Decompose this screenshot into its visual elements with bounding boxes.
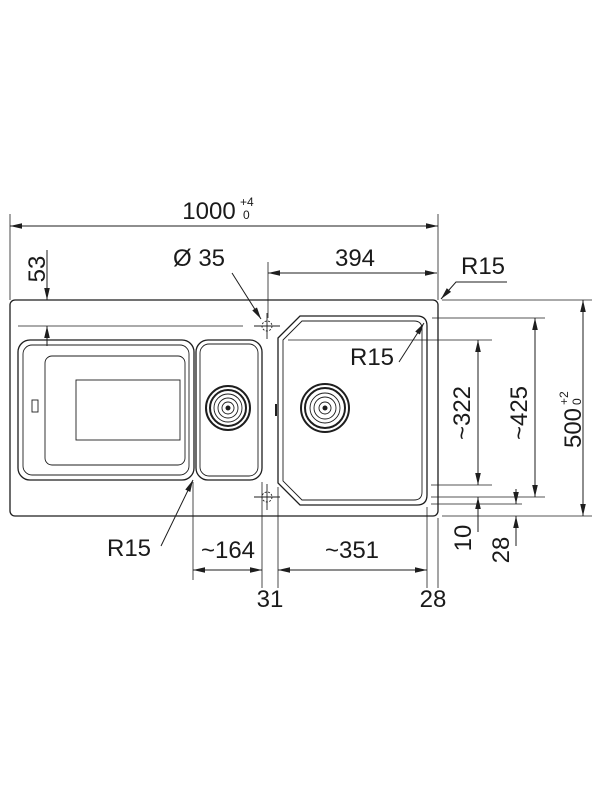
small-bowl-inner	[199, 343, 259, 477]
drain-ring	[318, 401, 332, 415]
overall-width-label: 1000	[182, 198, 235, 225]
right-offset-28-label: 28	[488, 537, 515, 564]
drain-ring	[205, 385, 251, 431]
right-dimensions: ~322 ~425 500 +2 0 10 28	[288, 299, 592, 564]
tap-hole-top	[254, 313, 280, 339]
overall-width-dimension: 1000 +4 0	[9, 195, 439, 300]
right-offset-10-label: 10	[450, 525, 477, 552]
sink-body	[9, 299, 439, 517]
main-bowl-width-label: ~351	[325, 537, 379, 564]
drain-ring	[213, 393, 243, 423]
drain-ring	[313, 396, 337, 420]
tap-hole-diameter-callout: Ø 35	[173, 245, 262, 320]
drainer	[17, 339, 195, 481]
overall-depth-label: 500	[560, 408, 587, 448]
edge-to-tap-hole-label: 53	[24, 256, 51, 283]
bowl-zone-depth-label: ~425	[506, 386, 533, 440]
small-bowl-width-label: ~164	[201, 537, 255, 564]
main-bowl-depth-label: ~322	[449, 386, 476, 440]
drain-center	[225, 405, 231, 411]
leader-line	[160, 479, 194, 547]
main-bowl-radius-label: R15	[350, 344, 394, 371]
drain-ring	[304, 387, 346, 429]
small-bowl-outer	[195, 339, 263, 481]
bottom-dimensions: ~164 ~351 31 28	[192, 482, 447, 613]
drainer-panel	[44, 355, 186, 466]
main-bowl-inner	[282, 320, 423, 501]
main-bowl-drain	[300, 383, 350, 433]
drainer-inner	[22, 344, 190, 476]
drain-ring	[300, 383, 350, 433]
tap-hole-to-edge-label: 394	[335, 245, 375, 272]
tap-hole-bottom	[254, 484, 280, 510]
right-rim-label: 28	[420, 586, 447, 613]
main-bowl-outer	[277, 315, 428, 506]
main-bowl	[275, 315, 428, 506]
tap-hole-to-edge-dimension: 394	[267, 245, 437, 318]
bowl-divider-label: 31	[257, 586, 284, 613]
drainer-radius-label: R15	[107, 535, 151, 562]
leader-line	[440, 281, 507, 300]
drainer-radius-callout: R15	[107, 479, 194, 562]
outer-radius-label: R15	[461, 253, 505, 280]
small-bowl	[195, 339, 263, 481]
drainer-window	[75, 379, 181, 441]
leader-line	[398, 322, 425, 363]
sink-outer-edge	[9, 299, 439, 517]
overall-width-tolerance-upper: +4	[240, 195, 254, 209]
main-bowl-radius-callout: R15	[350, 322, 425, 371]
overall-depth-tolerance-lower: 0	[570, 398, 584, 405]
leader-line	[231, 272, 262, 320]
edge-to-tap-hole-dimension: 53	[18, 250, 243, 346]
drainer-outer	[17, 339, 195, 481]
tap-hole-diameter-label: Ø 35	[173, 245, 225, 272]
overall-depth-tolerance-upper: +2	[557, 391, 571, 405]
drain-ring	[209, 389, 247, 427]
drain-ring	[217, 397, 239, 419]
overflow-slot	[31, 399, 39, 413]
drain-center	[322, 405, 328, 411]
drain-ring	[309, 392, 341, 424]
outer-radius-callout: R15	[440, 253, 507, 300]
overall-width-tolerance-lower: 0	[243, 208, 250, 222]
drain-ring	[221, 401, 235, 415]
small-bowl-drain	[205, 385, 251, 431]
